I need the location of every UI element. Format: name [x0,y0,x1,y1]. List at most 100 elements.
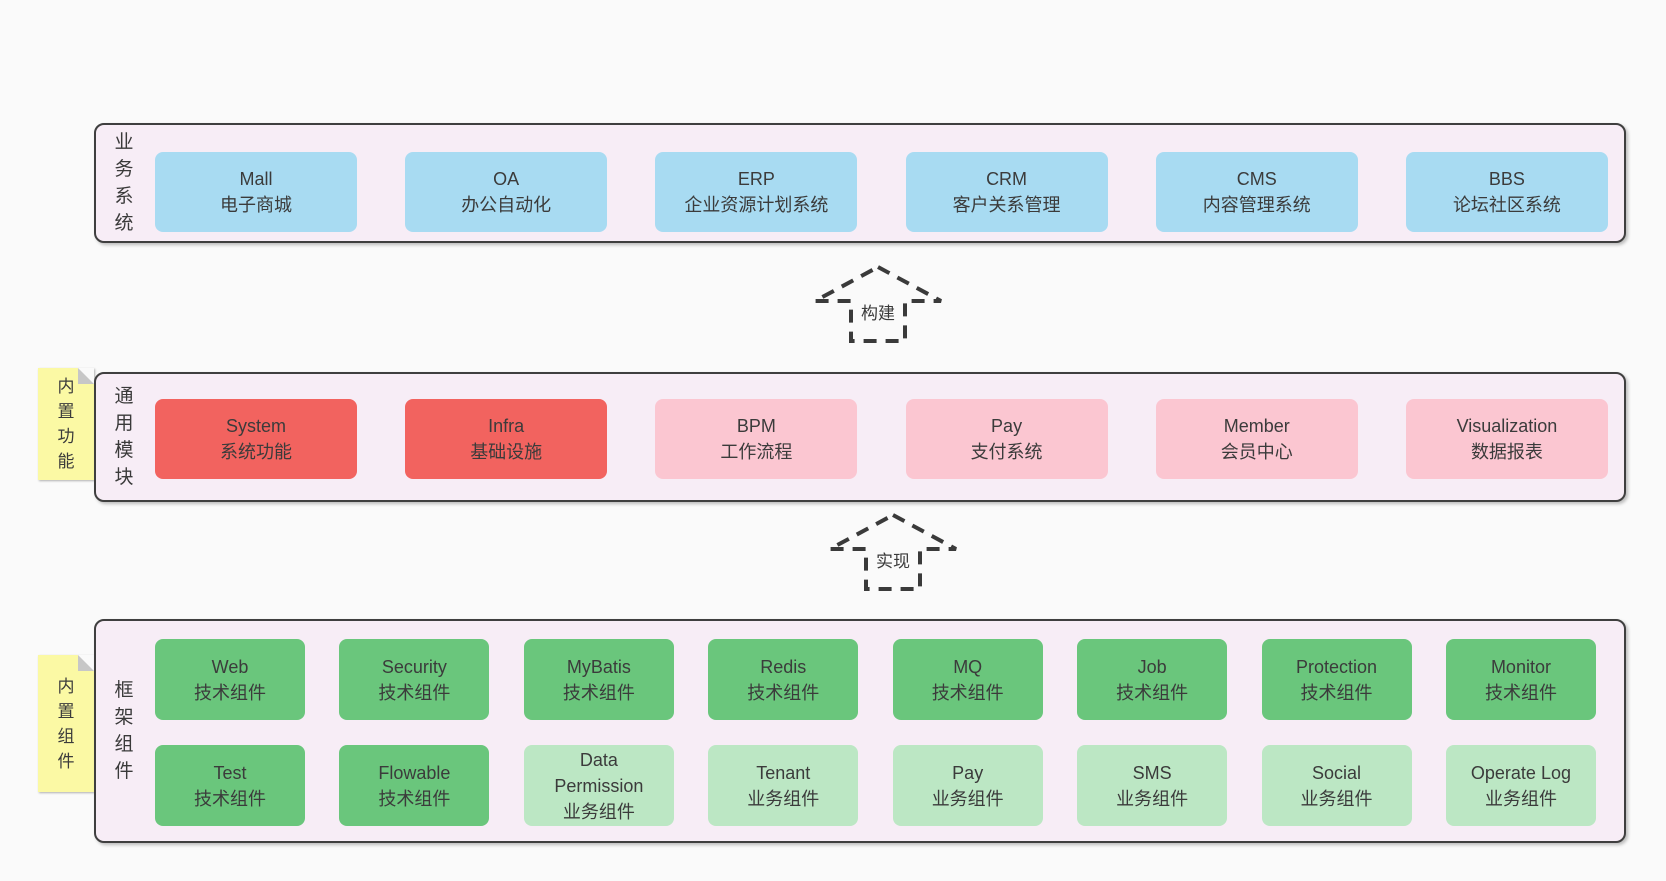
box-mall: Mall 电子商城 [155,152,357,232]
box-erp: ERP 企业资源计划系统 [655,152,858,232]
layer-label: 业务系统 [96,125,152,241]
box-protection: Protection 技术组件 [1261,639,1412,720]
box-subtitle: 技术组件 [378,788,451,809]
box-sms: SMS 业务组件 [1077,745,1228,826]
box-title: Web [211,656,249,677]
box-title: Operate Log [1470,762,1571,783]
box-mq: MQ 技术组件 [892,639,1043,720]
layer-label-text: 业务系统 [114,132,134,234]
box-job: Job 技术组件 [1077,639,1228,720]
box-subtitle: 企业资源计划系统 [684,195,829,215]
box-cms: CMS 内容管理系统 [1155,152,1358,232]
box-title: Redis [760,656,807,677]
box-title: System [225,416,286,436]
box-title: OA [493,169,520,189]
box-subtitle: 业务组件 [1116,788,1189,809]
box-social: Social 业务组件 [1261,745,1412,826]
box-subtitle: 工作流程 [720,442,793,462]
box-operate-log: Operate Log 业务组件 [1445,745,1596,826]
box-pay-biz: Pay 业务组件 [892,745,1043,826]
box-title: Social [1312,762,1362,783]
box-test: Test 技术组件 [155,745,305,826]
box-row: Mall 电子商城 OA 办公自动化 ERP 企业资源计划系统 CRM 客户关系… [155,152,1608,232]
box-title: Job [1137,656,1167,677]
box-bbs: BBS 论坛社区系统 [1405,152,1608,232]
arrow-label: 实现 [873,546,913,573]
box-subtitle: 技术组件 [931,682,1004,703]
layer-common-modules: 通用模块 System 系统功能 Infra 基础设施 BPM 工作流程 Pay… [94,372,1626,502]
box-crm: CRM 客户关系管理 [905,152,1108,232]
dashed-up-arrow-icon [814,264,942,343]
box-subtitle: 内容管理系统 [1202,195,1311,215]
box-title: SMS [1132,762,1172,783]
arrow-implement: 实现 [827,512,959,592]
box-subtitle: 会员中心 [1220,442,1293,462]
box-row: Web 技术组件 Security 技术组件 MyBatis 技术组件 Redi… [155,639,1596,720]
box-system: System 系统功能 [155,399,357,479]
box-title: Test [213,762,247,783]
box-security: Security 技术组件 [339,639,490,720]
box-subtitle: 技术组件 [194,682,266,703]
box-subtitle: 技术组件 [562,682,635,703]
note-label: 内置功能 [57,377,75,471]
box-subtitle: 系统功能 [220,442,292,462]
layer-label-text: 框架组件 [114,680,134,782]
box-subtitle: 业务组件 [747,788,820,809]
box-subtitle: 技术组件 [747,682,820,703]
box-title: BBS [1488,169,1525,189]
box-subtitle: 支付系统 [970,442,1043,462]
box-title: Security [381,656,447,677]
box-title: Mall [239,169,273,189]
box-title: MQ [953,656,983,677]
dashed-up-arrow-icon [829,512,957,591]
box-title: Protection [1296,656,1378,677]
layer-label: 框架组件 [96,621,152,841]
box-subtitle: 业务组件 [931,788,1004,809]
box-pay: Pay 支付系统 [905,399,1108,479]
box-title: Visualization [1456,416,1558,436]
box-bpm: BPM 工作流程 [655,399,858,479]
arrow-build: 构建 [812,264,944,344]
box-visualization: Visualization 数据报表 [1405,399,1608,479]
box-subtitle: 业务组件 [562,801,635,822]
box-title: Flowable [378,762,451,783]
box-title: ERP [737,169,775,189]
box-member: Member 会员中心 [1155,399,1358,479]
box-redis: Redis 技术组件 [708,639,859,720]
box-subtitle: 基础设施 [470,442,543,462]
box-data-permission: Data Permission 业务组件 [523,745,674,826]
box-title: Tenant [756,762,811,783]
box-title: MyBatis [566,656,631,677]
box-subtitle: 业务组件 [1300,788,1373,809]
box-subtitle: 技术组件 [378,682,451,703]
box-title: Data Permission [554,749,644,796]
box-title: BPM [736,416,776,436]
note-label: 内置组件 [57,676,75,771]
box-title: Pay [991,416,1023,436]
box-subtitle: 办公自动化 [461,195,552,215]
note-built-in-components: 内置组件 [38,655,94,792]
box-subtitle: 客户关系管理 [952,195,1061,215]
layer-business-systems: 业务系统 Mall 电子商城 OA 办公自动化 ERP 企业资源计划系统 CRM… [94,123,1626,243]
box-title: Infra [488,416,525,436]
box-monitor: Monitor 技术组件 [1445,639,1596,720]
box-subtitle: 业务组件 [1484,788,1557,809]
box-subtitle: 技术组件 [1484,682,1557,703]
note-built-in-features: 内置功能 [38,368,94,480]
box-title: Member [1223,416,1290,436]
box-title: Pay [952,762,984,783]
box-subtitle: 技术组件 [194,788,266,809]
box-tenant: Tenant 业务组件 [708,745,859,826]
box-oa: OA 办公自动化 [405,152,608,232]
box-title: CMS [1236,169,1277,189]
box-subtitle: 论坛社区系统 [1452,195,1561,215]
box-infra: Infra 基础设施 [405,399,608,479]
box-mybatis: MyBatis 技术组件 [523,639,674,720]
box-subtitle: 技术组件 [1116,682,1189,703]
layer-framework-components: 框架组件 Web 技术组件 Security 技术组件 MyBatis 技术组件… [94,619,1626,843]
box-title: CRM [986,169,1028,189]
box-subtitle: 电子商城 [220,195,292,215]
box-row: Test 技术组件 Flowable 技术组件 Data Permission … [155,745,1596,826]
box-subtitle: 技术组件 [1300,682,1373,703]
